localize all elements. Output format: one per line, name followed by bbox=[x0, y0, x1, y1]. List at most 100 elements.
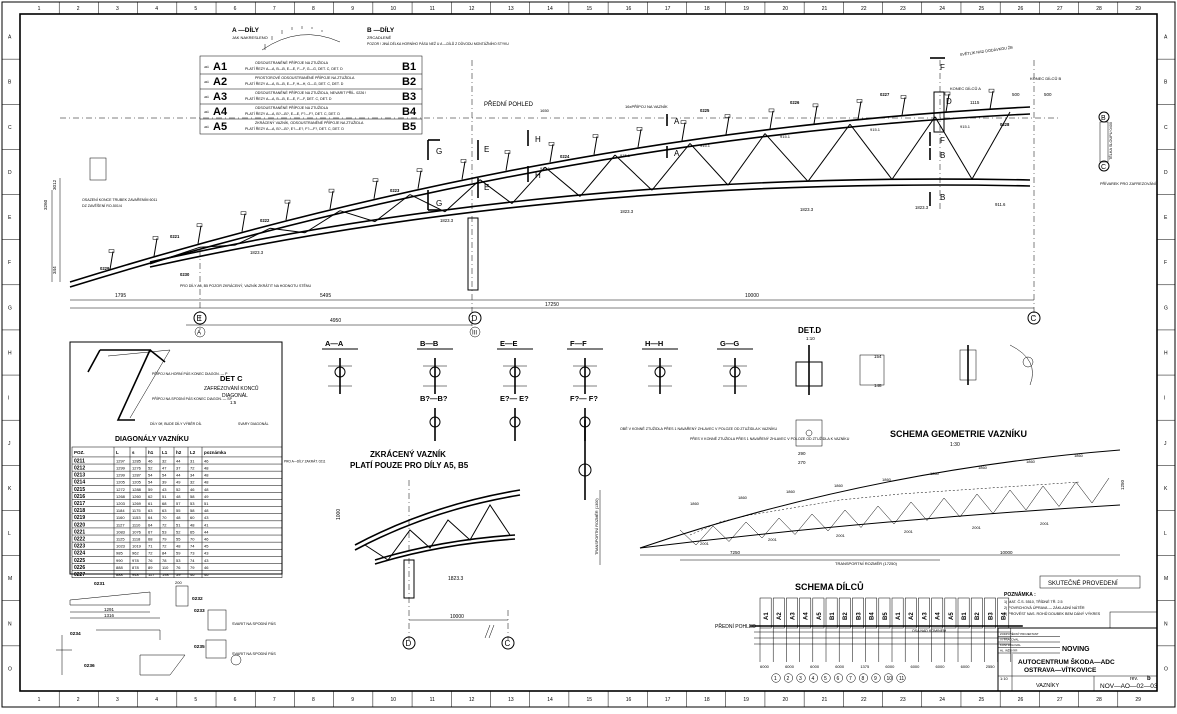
svg-text:F: F bbox=[940, 136, 945, 145]
purlin-stubs bbox=[108, 88, 995, 270]
diag-cell: 54 bbox=[148, 473, 153, 478]
purlin-stub bbox=[329, 191, 334, 210]
section-subtitle: B?—B? bbox=[420, 394, 448, 403]
diag-cell: 1127 bbox=[116, 522, 125, 527]
diag-cell: 1287 bbox=[132, 473, 142, 478]
diag-cell: 1160 bbox=[116, 515, 125, 520]
diag-cell: 52 bbox=[176, 487, 181, 492]
diag-cell: 54 bbox=[162, 473, 167, 478]
diag-cell: 74 bbox=[190, 544, 195, 549]
grid-col-bottom-1: 1 bbox=[38, 697, 41, 703]
bl-dim-200: 200 bbox=[175, 580, 182, 585]
variant-A4: A4 bbox=[213, 106, 228, 118]
purlin-stub bbox=[153, 238, 158, 257]
diag-cell: PRO A—DÍLY ZAKRÁT. 0211 bbox=[284, 459, 326, 463]
diag-cell: 0218 bbox=[74, 508, 85, 514]
grid-col-top-22: 22 bbox=[861, 6, 867, 12]
main-elevation: PŘEDNÍ POHLED 16xPŘÍPOJ NA VAZNÍK G G E … bbox=[43, 45, 1157, 338]
top-chord bbox=[69, 106, 1031, 283]
grid-col-bottom-10: 10 bbox=[390, 697, 396, 703]
diagonal bbox=[269, 227, 306, 234]
diag-table-title: DIAGONÁLY VAZNÍKU bbox=[115, 434, 189, 443]
notes-item-1: 1) MAT. Č.S. 5510, TŘÍDNÉ TŘ. 2.5 bbox=[1004, 599, 1063, 604]
part-cell bbox=[891, 597, 904, 629]
variant-small-a: dílů bbox=[204, 125, 209, 129]
part-cell bbox=[759, 597, 772, 629]
grid-col-top-7: 7 bbox=[273, 6, 276, 12]
part-label: A5 bbox=[817, 612, 823, 620]
diag-cell: 1260 bbox=[132, 494, 142, 499]
grid-col-top-15: 15 bbox=[587, 6, 593, 12]
det-c-title: DET C bbox=[220, 374, 243, 383]
purlin-stub bbox=[813, 105, 818, 124]
top-dim: 915.1 bbox=[620, 153, 631, 158]
front-view-label: PŘEDNÍ POHLED bbox=[484, 100, 534, 108]
grid-col-top-8: 8 bbox=[312, 6, 315, 12]
section-title: F—F bbox=[570, 339, 587, 348]
title-block-frame bbox=[997, 627, 1158, 692]
purlin-stub bbox=[241, 213, 246, 232]
grid-row-left-O: O bbox=[8, 666, 12, 672]
part-label: B1 bbox=[962, 612, 968, 620]
top-dim: 915.1 bbox=[870, 127, 881, 132]
diag-cell: 46 bbox=[148, 458, 153, 463]
diag-cell: 1023 bbox=[116, 544, 126, 549]
grid-col-bottom-14: 14 bbox=[547, 697, 553, 703]
grid-row-left-A: A bbox=[8, 35, 12, 41]
grid-col-bottom-17: 17 bbox=[665, 697, 671, 703]
grid-row-right-D: D bbox=[1164, 170, 1168, 176]
panel-dim: 1823.3 bbox=[440, 218, 454, 223]
short-diagonals bbox=[364, 504, 511, 561]
grid-col-bottom-26: 26 bbox=[1018, 697, 1024, 703]
part-cell bbox=[865, 597, 878, 629]
section-subtitle: F?— F? bbox=[570, 394, 598, 403]
grid-row-right-C: C bbox=[1164, 125, 1168, 131]
diagonal bbox=[689, 143, 729, 186]
grid-col-bottom-22: 22 bbox=[861, 697, 867, 703]
variant-small-a: dílů bbox=[204, 65, 209, 69]
part-cell bbox=[878, 597, 891, 629]
diag-cell: 0212 bbox=[74, 466, 85, 472]
short-dim-10000: 10000 bbox=[450, 614, 464, 620]
diagonal bbox=[934, 116, 973, 180]
parts-dim: 6000 bbox=[885, 664, 895, 669]
grid-col-bottom-25: 25 bbox=[979, 697, 985, 703]
diag-header: L1 bbox=[162, 450, 168, 455]
diag-cell: 978 bbox=[132, 558, 139, 563]
grid-row-right-I: I bbox=[1164, 396, 1165, 402]
grid-col-top-12: 12 bbox=[469, 6, 475, 12]
variant-small-a: dílů bbox=[204, 110, 209, 114]
purlin-stub bbox=[857, 101, 862, 120]
purlin-stub bbox=[945, 93, 950, 113]
svg-text:C: C bbox=[1101, 164, 1106, 171]
det-c-note1: PŘÍPOJ NA HORNÍ PÁS KONEC DIAGON. — P bbox=[152, 371, 228, 376]
grid-row-right-A: A bbox=[1164, 35, 1168, 41]
diag-cell: 39 bbox=[162, 480, 167, 485]
part-cell bbox=[984, 597, 996, 629]
geom-diagonals bbox=[679, 477, 1110, 546]
purlin-stub bbox=[461, 161, 466, 180]
svg-text:E: E bbox=[484, 183, 489, 192]
diag-cell: 48 bbox=[176, 515, 181, 520]
short-truss-title2: PLATÍ POUZE PRO DÍLY A5, B5 bbox=[350, 461, 469, 470]
diag-cell: 48 bbox=[190, 522, 195, 527]
purlin-stub bbox=[505, 152, 510, 171]
det-c-diagonal bbox=[87, 349, 166, 421]
det-d: DET.D 1:10 290 270 154 148 bbox=[795, 326, 1034, 465]
part-label: B2 bbox=[843, 612, 849, 620]
stamp-box bbox=[1039, 575, 1141, 589]
variant-note1: ODSOUSTRANĚNÉ PŘÍPOJE NA ZTUŽIDLA, NEVAR… bbox=[255, 90, 366, 95]
diag-cell: 32 bbox=[162, 458, 167, 463]
geom-total1: 7250 bbox=[730, 550, 741, 555]
diag-cell: 59 bbox=[148, 487, 153, 492]
part-tag: 0223 bbox=[390, 188, 400, 193]
diag-cell: 43 bbox=[204, 515, 209, 520]
purlin-stub bbox=[769, 110, 774, 130]
svg-text:G: G bbox=[436, 199, 442, 208]
diagonal bbox=[304, 210, 341, 234]
diag-cell: 1272 bbox=[116, 487, 126, 492]
diag-cell: 1184 bbox=[116, 508, 125, 513]
diag-cell: 70 bbox=[162, 515, 167, 520]
panel-dim: 1823.3 bbox=[620, 209, 634, 214]
